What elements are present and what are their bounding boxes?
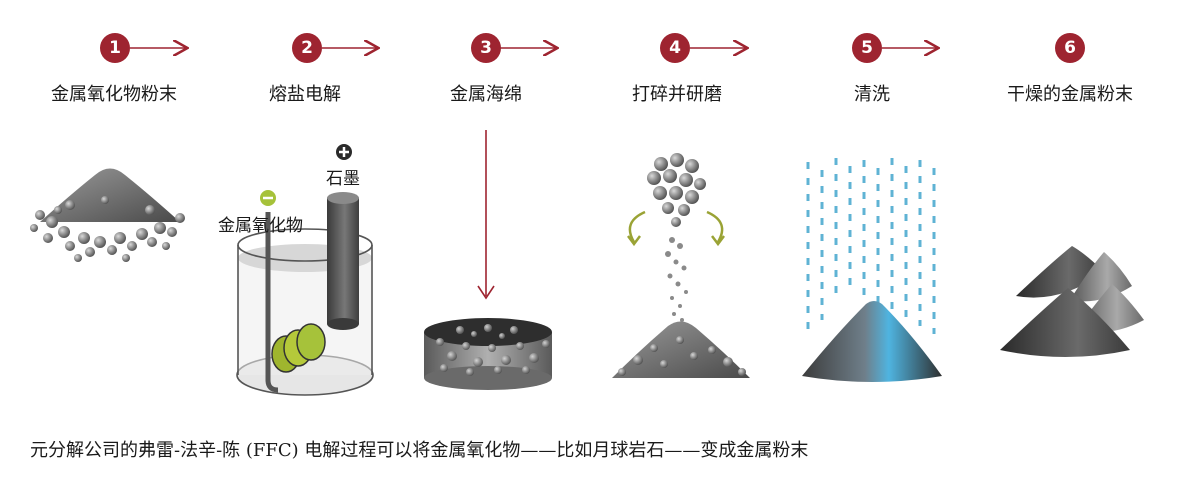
figure-caption: 元分解公司的弗雷-法辛-陈 (FFC) 电解过程可以将金属氧化物——比如月球岩石… [30, 440, 809, 461]
cathode-minus-icon [260, 190, 276, 206]
step-5-badge: 5 [852, 33, 882, 63]
step-2-badge: 2 [292, 33, 322, 63]
rotation-arrows-icon [627, 210, 725, 247]
step-2-label: 熔盐电解 [269, 84, 341, 105]
oxide-powder-pile [30, 168, 185, 262]
falling-powder [665, 237, 688, 322]
step-6-label: 干燥的金属粉末 [1007, 84, 1133, 105]
step-3-label: 金属海绵 [450, 84, 522, 105]
washed-powder-cone [802, 301, 942, 382]
electrolysis-cell [236, 144, 374, 396]
step-1-badge: 1 [100, 33, 130, 63]
step-3-badge: 3 [471, 33, 501, 63]
grinding-media [647, 153, 706, 227]
cathode-label: 金属氧化物 [218, 216, 303, 236]
anode-label: 石墨 [326, 169, 360, 189]
metal-sponge [424, 318, 552, 390]
anode-plus-icon [336, 144, 352, 160]
step-1-label: 金属氧化物粉末 [51, 84, 177, 105]
wash-water [806, 158, 936, 334]
step-4-label: 打碎并研磨 [632, 84, 722, 105]
ground-powder-mound [612, 321, 750, 378]
sponge-arrow [477, 130, 495, 300]
step-4-badge: 4 [660, 33, 690, 63]
dried-metal-powder [1000, 246, 1144, 357]
oxide-pellets [271, 323, 326, 373]
step-5-label: 清洗 [854, 84, 890, 105]
step-6-badge: 6 [1055, 33, 1085, 63]
